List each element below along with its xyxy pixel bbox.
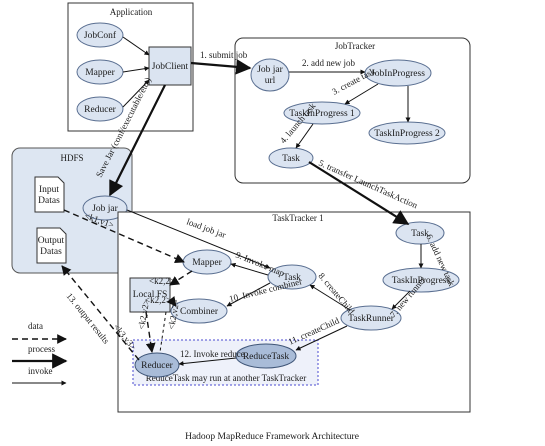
legend-data-label: data <box>28 321 43 331</box>
reducer-app-node: Reducer <box>76 96 124 122</box>
taskinprogress2-label: TaskInProgress 2 <box>374 129 440 139</box>
localfs-node: Local FS <box>129 277 171 313</box>
jobjar-hdfs-label: Job jar <box>92 204 118 214</box>
application-title: Application <box>110 7 153 17</box>
combiner-label: Combiner <box>180 307 219 317</box>
jobjar-url-label-1: Job jar <box>257 65 283 75</box>
legend-process-label: process <box>28 344 55 354</box>
edge-label-1: 1. submit job <box>200 50 248 60</box>
edge-reducer-to-output <box>61 265 140 361</box>
task-jt-label: Task <box>282 154 300 164</box>
mapper-app-label: Mapper <box>85 68 115 78</box>
input-datas-label-2: Datas <box>38 196 60 206</box>
jobinprogress-label: JobInProgress <box>371 69 425 79</box>
edge-localfs-reducer-2 <box>159 311 167 353</box>
mapper-tt-label: Mapper <box>192 258 222 268</box>
edge-new-runner <box>391 290 411 310</box>
taskinprogress1-label: TaskInProgress 1 <box>289 109 355 119</box>
edge-transfer-launch <box>308 161 410 225</box>
task-tt-node: Task <box>267 264 317 290</box>
taskinprogress-tt-label: TaskInProgress <box>392 276 451 286</box>
jobconf-node: JobConf <box>76 22 124 48</box>
mapper-tt-node: Mapper <box>182 249 232 275</box>
task-jt-node: Task <box>268 147 314 169</box>
jobclient-node: JobClient <box>148 46 192 86</box>
task-tt2-node: Task <box>395 221 445 245</box>
reducer-tt-label: Reducer <box>141 361 173 371</box>
edge-reducer-jobclient <box>122 79 150 108</box>
legend-invoke-label: invoke <box>28 366 53 376</box>
edge-save-jar <box>109 84 166 197</box>
edge-label-2: 2. add new job <box>302 58 355 68</box>
task-tt-label: Task <box>283 273 301 283</box>
edge-input-to-mapper <box>63 209 185 263</box>
reducer-tt-node: Reducer <box>134 352 180 378</box>
output-datas-doc: Output Datas <box>36 227 67 264</box>
figure-caption: Hadoop MapReduce Framework Architecture <box>185 432 359 442</box>
edge-mapper-jobclient <box>122 66 150 73</box>
legend: data process invoke <box>12 321 68 386</box>
edge-submit-job <box>190 59 252 75</box>
reducetask-node: ReduceTask <box>235 343 297 369</box>
edge-localfs-combiner <box>166 296 177 307</box>
edge-localfs-reducer <box>145 311 156 353</box>
localfs-label: Local FS <box>133 290 168 300</box>
jobclient-label: JobClient <box>152 62 189 72</box>
hdfs-title: HDFS <box>60 153 83 163</box>
task-tt2-label: Task <box>411 229 429 239</box>
jobjar-hdfs-node: Job jar <box>82 195 128 221</box>
jobconf-label: JobConf <box>84 30 117 41</box>
input-datas-doc: Input Datas <box>34 176 65 213</box>
reduce-note: ReduceTask may run at another TaskTracke… <box>146 373 306 383</box>
output-datas-label-2: Datas <box>40 247 62 257</box>
edge-create-task <box>344 83 379 105</box>
taskinprogress1-node: TaskInProgress 1 <box>283 101 361 125</box>
edge-createchild-11 <box>295 325 348 351</box>
edge-launch-task <box>295 123 314 149</box>
taskrunner-label: TaskRunner <box>348 314 395 324</box>
edge-jobconf-jobclient <box>122 36 150 56</box>
reducer-app-label: Reducer <box>84 105 116 115</box>
edge-invoke-reduce <box>178 357 237 367</box>
mapper-app-node: Mapper <box>76 59 124 85</box>
tasktracker-title: TaskTracker 1 <box>272 213 323 223</box>
jobjar-url-label-2: url <box>265 76 276 86</box>
edge-createchild-8 <box>309 284 351 311</box>
taskrunner-node: TaskRunner <box>340 305 402 331</box>
output-datas-label-1: Output <box>38 236 65 246</box>
edge-label-k2v2b: <k2,2> <box>145 295 171 305</box>
edge-mapper-to-localfs <box>169 270 193 286</box>
input-datas-label-1: Input <box>39 185 59 195</box>
taskinprogress2-node: TaskInProgress 2 <box>368 121 446 145</box>
jobjar-url-node: Job jar url <box>250 58 290 92</box>
edge-invoke-combiner <box>226 282 271 307</box>
jobtracker-title: JobTracker <box>335 41 375 51</box>
edge-label-12: 12. Invoke reduce <box>180 349 245 359</box>
reducetask-label: ReduceTask <box>243 352 290 362</box>
combiner-node: Combiner <box>170 298 228 324</box>
edge-invoke-map <box>230 262 269 276</box>
edge-label-k2v2a: <k2,2> <box>149 276 175 286</box>
edge-load-job-jar <box>126 209 271 269</box>
